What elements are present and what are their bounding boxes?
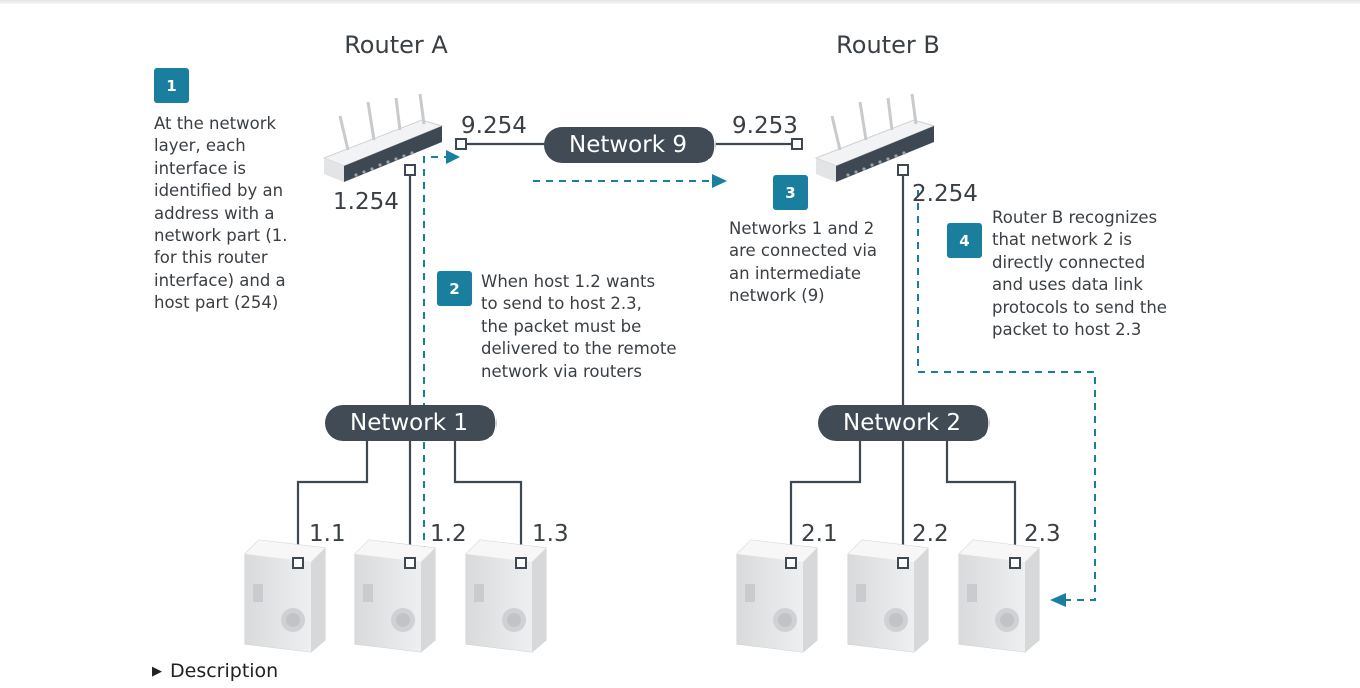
step-3-badge: 3	[773, 175, 808, 210]
router-a-title: Router A	[344, 31, 448, 59]
step-4-badge: 4	[947, 223, 982, 258]
host-1-1-address: 1.1	[309, 521, 346, 547]
step-1-text: At the network layer, each interface is …	[154, 114, 288, 313]
description-label: Description	[170, 660, 279, 682]
description-toggle[interactable]: ▶ Description	[152, 660, 278, 682]
host-2-1-address: 2.1	[801, 521, 838, 547]
step-2-badge: 2	[437, 271, 472, 306]
network-2-label: Network 2	[843, 410, 961, 436]
step-3-number: 3	[785, 184, 795, 202]
router-b-title: Router B	[836, 31, 940, 59]
router-a-net9-address: 9.254	[461, 113, 527, 139]
step-1-number: 1	[166, 77, 176, 95]
host-2-2-computer	[847, 539, 929, 653]
host-2-3-address: 2.3	[1024, 521, 1061, 547]
host-1-3-address: 1.3	[532, 521, 569, 547]
host-2-3-computer	[958, 539, 1040, 653]
router-a-icon	[322, 92, 444, 184]
step-1-badge: 1	[154, 68, 189, 103]
network-1-label: Network 1	[350, 410, 468, 436]
caret-right-icon: ▶	[152, 663, 162, 679]
host-1-1-computer	[244, 539, 326, 653]
step-3-text: Networks 1 and 2 are connected via an in…	[729, 219, 878, 306]
step-2-text: When host 1.2 wants to send to host 2.3,…	[481, 272, 677, 381]
top-scroll-shadow	[0, 0, 1360, 4]
step-2-number: 2	[449, 280, 459, 298]
packet-arrowheads	[446, 150, 1066, 607]
router-b-net2-address: 2.254	[912, 181, 978, 207]
network-1-pill: Network 1	[325, 405, 497, 441]
host-2-1-computer	[736, 539, 818, 653]
interface-ports	[292, 138, 1021, 569]
step-4-number: 4	[959, 232, 969, 250]
router-b-icon	[814, 92, 936, 184]
network-9-label: Network 9	[569, 132, 687, 158]
network-links	[296, 142, 1017, 563]
router-a-net1-address: 1.254	[333, 189, 399, 215]
network-2-pill: Network 2	[818, 405, 990, 441]
host-1-2-computer	[354, 539, 436, 653]
router-b-net9-address: 9.253	[732, 113, 798, 139]
host-2-2-address: 2.2	[912, 521, 949, 547]
step-4-text: Router B recognizes that network 2 is di…	[992, 208, 1167, 340]
host-1-3-computer	[465, 539, 547, 653]
host-1-2-address: 1.2	[430, 521, 467, 547]
network-9-pill: Network 9	[544, 127, 716, 163]
